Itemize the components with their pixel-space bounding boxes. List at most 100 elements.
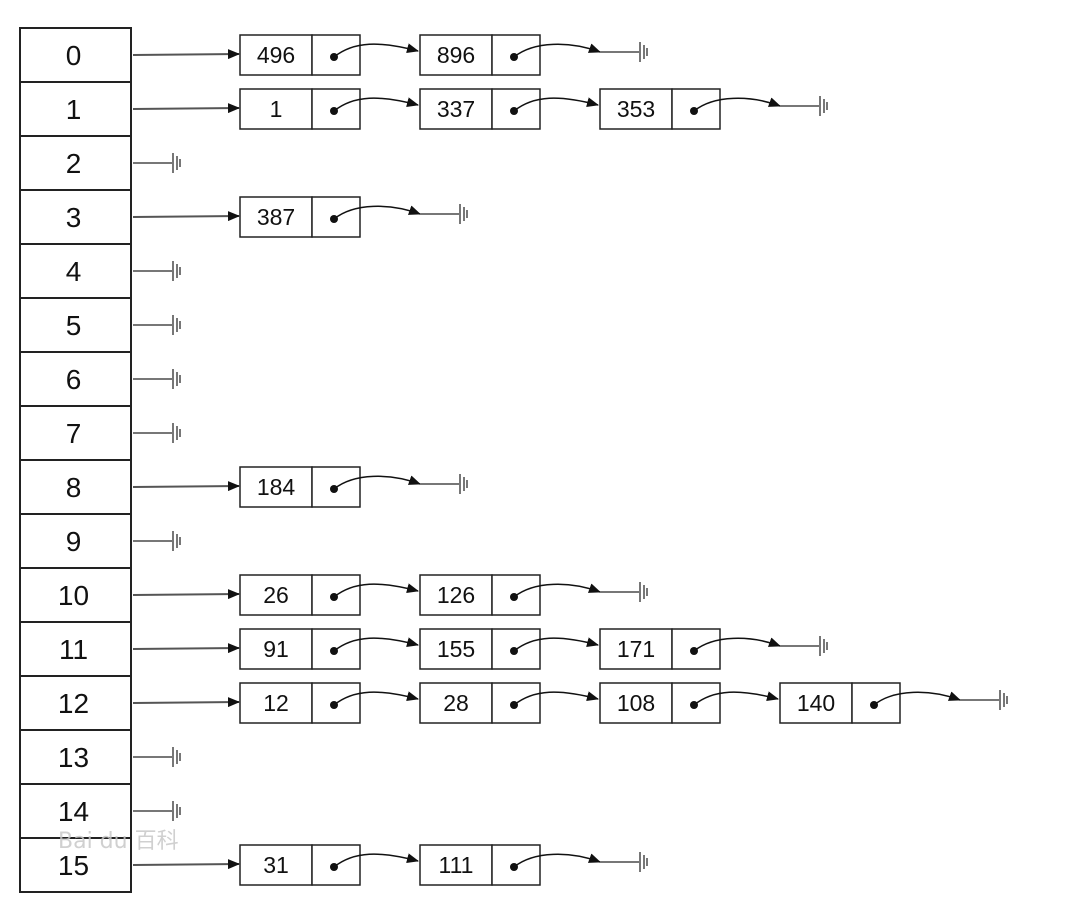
- node-value-box: [419, 844, 493, 886]
- bucket-cell: 10: [19, 567, 132, 623]
- list-node: 111: [419, 844, 541, 886]
- list-node: 1: [239, 88, 361, 130]
- null-terminator-icon: [600, 852, 648, 872]
- bucket-index-label: 12: [58, 688, 89, 719]
- bucket-cell: 9: [19, 513, 132, 569]
- bucket-cell: 11: [19, 621, 132, 677]
- node-value-label: 108: [617, 690, 655, 716]
- bucket-index-label: 10: [58, 580, 89, 611]
- null-terminator-icon: [133, 423, 181, 443]
- bucket-cell: 6: [19, 351, 132, 407]
- null-terminator-icon: [780, 96, 828, 116]
- list-node: 140: [779, 682, 901, 724]
- next-pointer-arrow: [693, 691, 779, 706]
- bucket-cell-box: [19, 621, 132, 677]
- list-node: 171: [599, 628, 721, 670]
- node-value-box: [239, 574, 313, 616]
- null-terminator-icon: [960, 690, 1008, 710]
- node-value-label: 171: [617, 636, 655, 662]
- list-node: 91: [239, 628, 361, 670]
- bucket-cell: 13: [19, 729, 132, 785]
- null-terminator-icon: [600, 582, 648, 602]
- bucket-index-label: 5: [66, 310, 82, 341]
- null-terminator-icon: [420, 474, 468, 494]
- node-value-label: 91: [263, 636, 289, 662]
- bucket-pointer-arrow: [132, 211, 240, 222]
- bucket-cell-box: [19, 513, 132, 569]
- next-pointer-arrow: [873, 691, 961, 706]
- next-pointer-arrow: [333, 205, 421, 220]
- null-terminator-icon: [133, 369, 181, 389]
- bucket-index-label: 4: [66, 256, 82, 287]
- node-value-box: [419, 574, 493, 616]
- node-pointer-box: [311, 466, 361, 508]
- list-node: 155: [419, 628, 541, 670]
- bucket-cell-box: [19, 405, 132, 461]
- node-value-label: 184: [257, 474, 296, 500]
- node-value-label: 111: [439, 852, 474, 878]
- bucket-index-label: 8: [66, 472, 82, 503]
- bucket-cell: 8: [19, 459, 132, 515]
- bucket-cell: 2: [19, 135, 132, 191]
- list-node: 126: [419, 574, 541, 616]
- node-value-label: 896: [437, 42, 475, 68]
- bucket-index-label: 3: [66, 202, 82, 233]
- node-value-box: [419, 88, 493, 130]
- bucket-index-label: 13: [58, 742, 89, 773]
- node-value-box: [239, 466, 313, 508]
- bucket-index-label: 14: [58, 796, 89, 827]
- next-pointer-arrow: [513, 691, 599, 706]
- next-pointer-arrow: [693, 637, 781, 652]
- null-terminator-icon: [780, 636, 828, 656]
- list-node: 108: [599, 682, 721, 724]
- node-value-box: [239, 628, 313, 670]
- next-pointer-arrow: [333, 853, 419, 868]
- next-pointer-arrow: [333, 475, 421, 490]
- node-value-box: [239, 88, 313, 130]
- node-value-label: 1: [270, 96, 283, 122]
- list-node: 28: [419, 682, 541, 724]
- node-value-box: [779, 682, 853, 724]
- null-terminator-icon: [133, 531, 181, 551]
- bucket-cell-box: [19, 297, 132, 353]
- next-pointer-arrow: [333, 43, 419, 58]
- list-node: 337: [419, 88, 541, 130]
- bucket-index-label: 15: [58, 850, 89, 881]
- bucket-cell: 12: [19, 675, 132, 731]
- node-value-label: 26: [263, 582, 289, 608]
- node-value-label: 353: [617, 96, 655, 122]
- node-pointer-box: [491, 34, 541, 76]
- node-value-box: [419, 628, 493, 670]
- bucket-pointer-arrow: [132, 49, 240, 60]
- null-terminator-icon: [133, 315, 181, 335]
- node-pointer-box: [491, 574, 541, 616]
- node-value-box: [419, 682, 493, 724]
- bucket-pointer-arrow: [132, 643, 240, 654]
- node-value-box: [599, 628, 673, 670]
- next-pointer-arrow: [333, 97, 419, 112]
- watermark-text: Bai du 百科: [58, 829, 179, 854]
- node-value-label: 31: [263, 852, 289, 878]
- null-terminator-icon: [420, 204, 468, 224]
- node-value-box: [239, 844, 313, 886]
- bucket-cell: 0: [19, 27, 132, 83]
- bucket-pointer-arrow: [132, 103, 240, 114]
- list-node: 496: [239, 34, 361, 76]
- list-node: 353: [599, 88, 721, 130]
- next-pointer-arrow: [333, 637, 419, 652]
- bucket-index-label: 2: [66, 148, 82, 179]
- null-terminator-icon: [133, 261, 181, 281]
- bucket-cell: 15: [19, 837, 132, 893]
- bucket-pointer-arrow: [132, 859, 240, 870]
- list-node: 31: [239, 844, 361, 886]
- bucket-cell-box: [19, 837, 132, 893]
- bucket-index-label: 1: [66, 94, 82, 125]
- list-node: 387: [239, 196, 361, 238]
- bucket-index-label: 9: [66, 526, 82, 557]
- node-value-box: [419, 34, 493, 76]
- bucket-cell: 3: [19, 189, 132, 245]
- next-pointer-arrow: [513, 97, 599, 112]
- bucket-cell-box: [19, 27, 132, 83]
- next-pointer-arrow: [513, 637, 599, 652]
- next-pointer-arrow: [513, 43, 601, 58]
